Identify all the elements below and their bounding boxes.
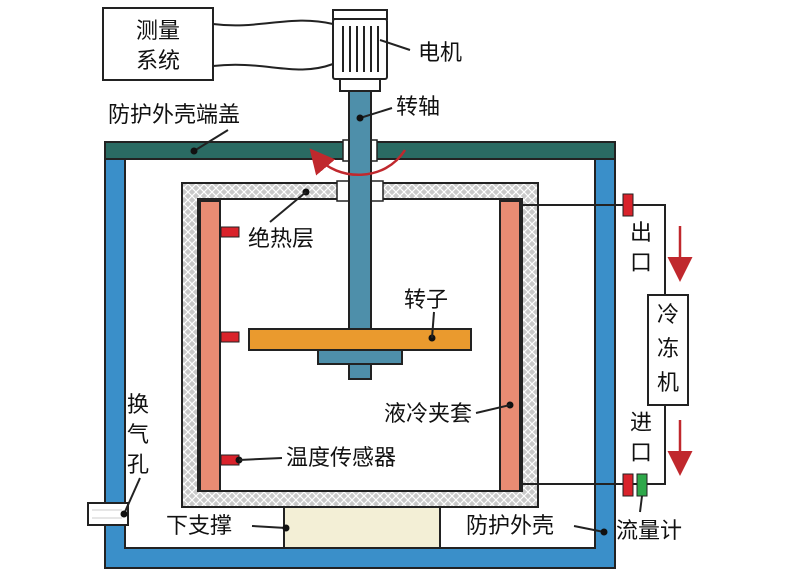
measurement-system-box	[102, 7, 214, 81]
outlet-label-line1: 出	[630, 221, 652, 246]
insulation-leader-line	[269, 191, 307, 223]
vent-hole	[87, 502, 129, 526]
chiller-label-line1: 冷	[657, 303, 679, 328]
chiller-box	[647, 294, 689, 406]
outer-shell-label: 防护外壳	[466, 514, 554, 539]
vent-label-line1: 换	[127, 393, 149, 418]
bottom-support	[283, 506, 441, 549]
chiller-label-line2: 冻	[657, 337, 679, 362]
liquid-jacket-right	[499, 200, 521, 492]
inlet-label-line1: 进	[630, 411, 652, 436]
inlet-port-marker	[622, 473, 634, 497]
temperature-sensor-label: 温度传感器	[286, 446, 396, 471]
end-cap-label: 防护外壳端盖	[108, 103, 240, 128]
liquid-jacket-left	[199, 200, 221, 492]
flowmeter	[636, 473, 648, 497]
liquid-jacket-leader-line	[475, 404, 511, 414]
vent-label-line2: 气	[127, 423, 149, 448]
bottom-support-leader-line	[251, 525, 287, 529]
chiller-label-line3: 机	[657, 371, 679, 396]
motor	[332, 9, 388, 92]
vent-leader-line	[123, 477, 141, 515]
liquid-jacket-label: 液冷夹套	[384, 402, 472, 427]
measurement-system-label-line1: 测量	[136, 19, 180, 44]
flowmeter-label: 流量计	[616, 519, 682, 544]
temperature-sensor-1	[220, 226, 240, 238]
bottom-support-label: 下支撑	[166, 514, 232, 539]
shaft-label: 转轴	[396, 95, 440, 120]
outlet-port-marker	[622, 193, 634, 217]
temperature-sensor-2	[220, 331, 240, 343]
shaft	[348, 90, 372, 380]
coolant-outlet-pipe	[520, 204, 666, 295]
rotor-label: 转子	[404, 288, 448, 313]
outlet-label-line2: 口	[630, 251, 652, 276]
rotation-arrow	[309, 148, 407, 177]
rotor-leader-line	[431, 311, 435, 339]
motor-leader-line	[379, 39, 411, 51]
inlet-label-line2: 口	[630, 441, 652, 466]
rotor-hub	[317, 349, 403, 365]
insulation-label: 绝热层	[248, 227, 314, 252]
shaft-leader-line	[359, 107, 393, 119]
flowmeter-leader-line	[639, 495, 643, 513]
rotor	[248, 328, 472, 351]
motor-label: 电机	[418, 41, 462, 66]
signal-cable-2	[212, 63, 334, 71]
measurement-system-label-line2: 系统	[136, 49, 180, 74]
signal-cable-1	[212, 19, 334, 27]
end-cap-leader-line	[193, 129, 229, 152]
vent-label-line3: 孔	[127, 453, 149, 478]
temperature-sensor-leader-line	[238, 457, 283, 461]
insulation-layer	[181, 182, 539, 508]
outer-shell-leader-line	[573, 525, 605, 533]
coolant-inlet-pipe	[520, 405, 666, 485]
